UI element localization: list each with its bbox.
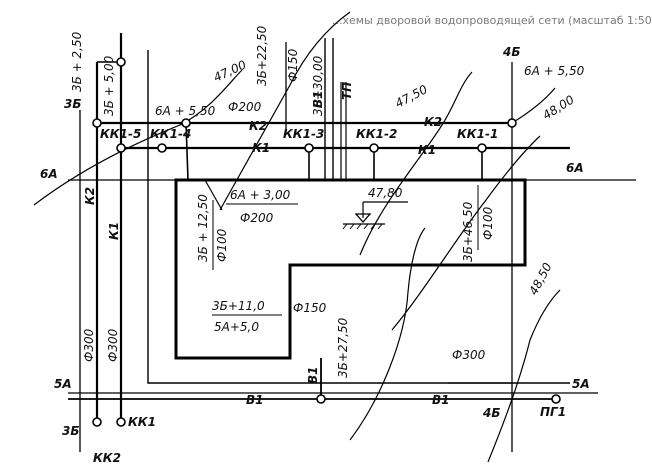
- axis-label-4b-top: 4Б: [502, 45, 521, 59]
- label-kk1-2: КК1-2: [356, 127, 397, 141]
- well-kk1-3[interactable]: [304, 143, 314, 153]
- diam-300-horizontal: Ф300: [452, 348, 486, 362]
- contour-right-top: [511, 87, 556, 124]
- diam-200-top: Ф200: [228, 100, 262, 114]
- label-pg1: ПГ1: [540, 405, 566, 419]
- axis-label-5a-left: 5А: [54, 377, 72, 391]
- diam-100-left: Ф100: [215, 228, 229, 262]
- net-v1-vertical: В1: [311, 91, 325, 109]
- contour-47-00: [33, 69, 243, 206]
- well-kk1-4-a[interactable]: [157, 143, 167, 153]
- net-k2-h2: К2: [424, 115, 442, 129]
- contour-label-48-00: 48,00: [540, 92, 577, 122]
- well-k2-end[interactable]: [507, 118, 517, 128]
- elevation-hatch: [342, 223, 383, 230]
- diam-150-top: Ф150: [286, 48, 300, 82]
- well-v1-mid[interactable]: [316, 394, 326, 404]
- contour-label-47-00: 47,00: [211, 57, 248, 84]
- axis-label-5a-right: 5А: [572, 377, 590, 391]
- net-v1-h1: В1: [246, 393, 264, 407]
- well-kk1-4-b[interactable]: [181, 118, 191, 128]
- diam-300-k2: Ф300: [82, 328, 96, 362]
- label-kk1-5: КК1-5: [100, 127, 141, 141]
- coord-b3-3000: 3Б+30,00: [311, 55, 325, 116]
- net-k2-vertical: К2: [83, 187, 97, 205]
- coord-a6-550-right: 6А + 5,50: [524, 64, 585, 78]
- axis-label-6a-right: 6А: [566, 161, 584, 175]
- v1-line: [147, 50, 570, 384]
- coord-a6-550-left: 6А + 5,50: [155, 104, 216, 118]
- coord-b3-2250: 3Б+22,50: [255, 25, 269, 86]
- coord-b3-110: 3Б+11,0: [212, 299, 265, 313]
- net-tp: ТП: [340, 82, 354, 100]
- contour-label-48-50: 48,50: [526, 260, 555, 297]
- coord-a5-50: 5А+5,0: [214, 320, 259, 334]
- contour-48-00: [391, 135, 541, 331]
- contour-47-00-top: [219, 11, 351, 211]
- elevation-label: 47,80: [368, 186, 403, 200]
- label-kk1-3: КК1-3: [283, 127, 324, 141]
- contour-47-50: [359, 71, 473, 256]
- net-v1-vert2: В1: [306, 367, 320, 385]
- axis-label-4b-bottom: 4Б: [482, 406, 501, 420]
- label-kk1-4: КК1-4: [150, 127, 191, 141]
- well-kk1-2[interactable]: [369, 143, 379, 153]
- well-kk1-5-k1[interactable]: [116, 143, 126, 153]
- header-caption: ...хемы дворовой водопроводящей сети (ма…: [332, 14, 652, 27]
- axis-label-3b-top: 3Б: [64, 97, 82, 111]
- net-k1-h2: К1: [418, 143, 436, 157]
- label-kk1: КК1: [128, 415, 156, 429]
- net-v1-h2: В1: [432, 393, 450, 407]
- coord-b3-1250: 3Б + 12,50: [196, 194, 210, 262]
- well-kk1-1[interactable]: [477, 143, 487, 153]
- well-pg1[interactable]: [551, 394, 561, 404]
- contour-48-00b: [349, 227, 426, 441]
- diam-100-right: Ф100: [481, 206, 495, 240]
- elevation-triangle: [354, 213, 372, 223]
- axis-label-6a-left: 6А: [40, 167, 58, 181]
- label-kk1-1: КК1-1: [457, 127, 498, 141]
- pipe-200: [204, 179, 223, 211]
- well-kk2[interactable]: [92, 417, 102, 427]
- net-k1-h1: К1: [252, 141, 270, 155]
- coord-b3-500: 3Б + 5,00: [102, 55, 116, 116]
- wells: [92, 57, 561, 427]
- well-kk1-5-k2[interactable]: [92, 118, 102, 128]
- coord-b3-4650: 3Б+46,50: [461, 201, 475, 262]
- diam-300-k1: Ф300: [106, 328, 120, 362]
- label-kk2: КК2: [93, 451, 121, 465]
- net-k2-h1: К2: [249, 119, 267, 133]
- coord-a6-300: 6А + 3,00: [230, 188, 291, 202]
- coord-b3-2750: 3Б+27,50: [336, 317, 350, 378]
- contour-48-50: [487, 289, 561, 463]
- net-k1-vertical: К1: [107, 222, 121, 240]
- axis-label-3b-bottom: 3Б: [62, 424, 80, 438]
- well-top-k1[interactable]: [116, 57, 126, 67]
- coord-b3-250: 3Б + 2,50: [70, 31, 84, 92]
- diam-150-mid: Ф150: [293, 301, 327, 315]
- diam-200-mid: Ф200: [240, 211, 274, 225]
- well-kk1[interactable]: [116, 417, 126, 427]
- outlet-kk1-4: [185, 122, 189, 181]
- contour-label-47-50: 47,50: [393, 82, 430, 111]
